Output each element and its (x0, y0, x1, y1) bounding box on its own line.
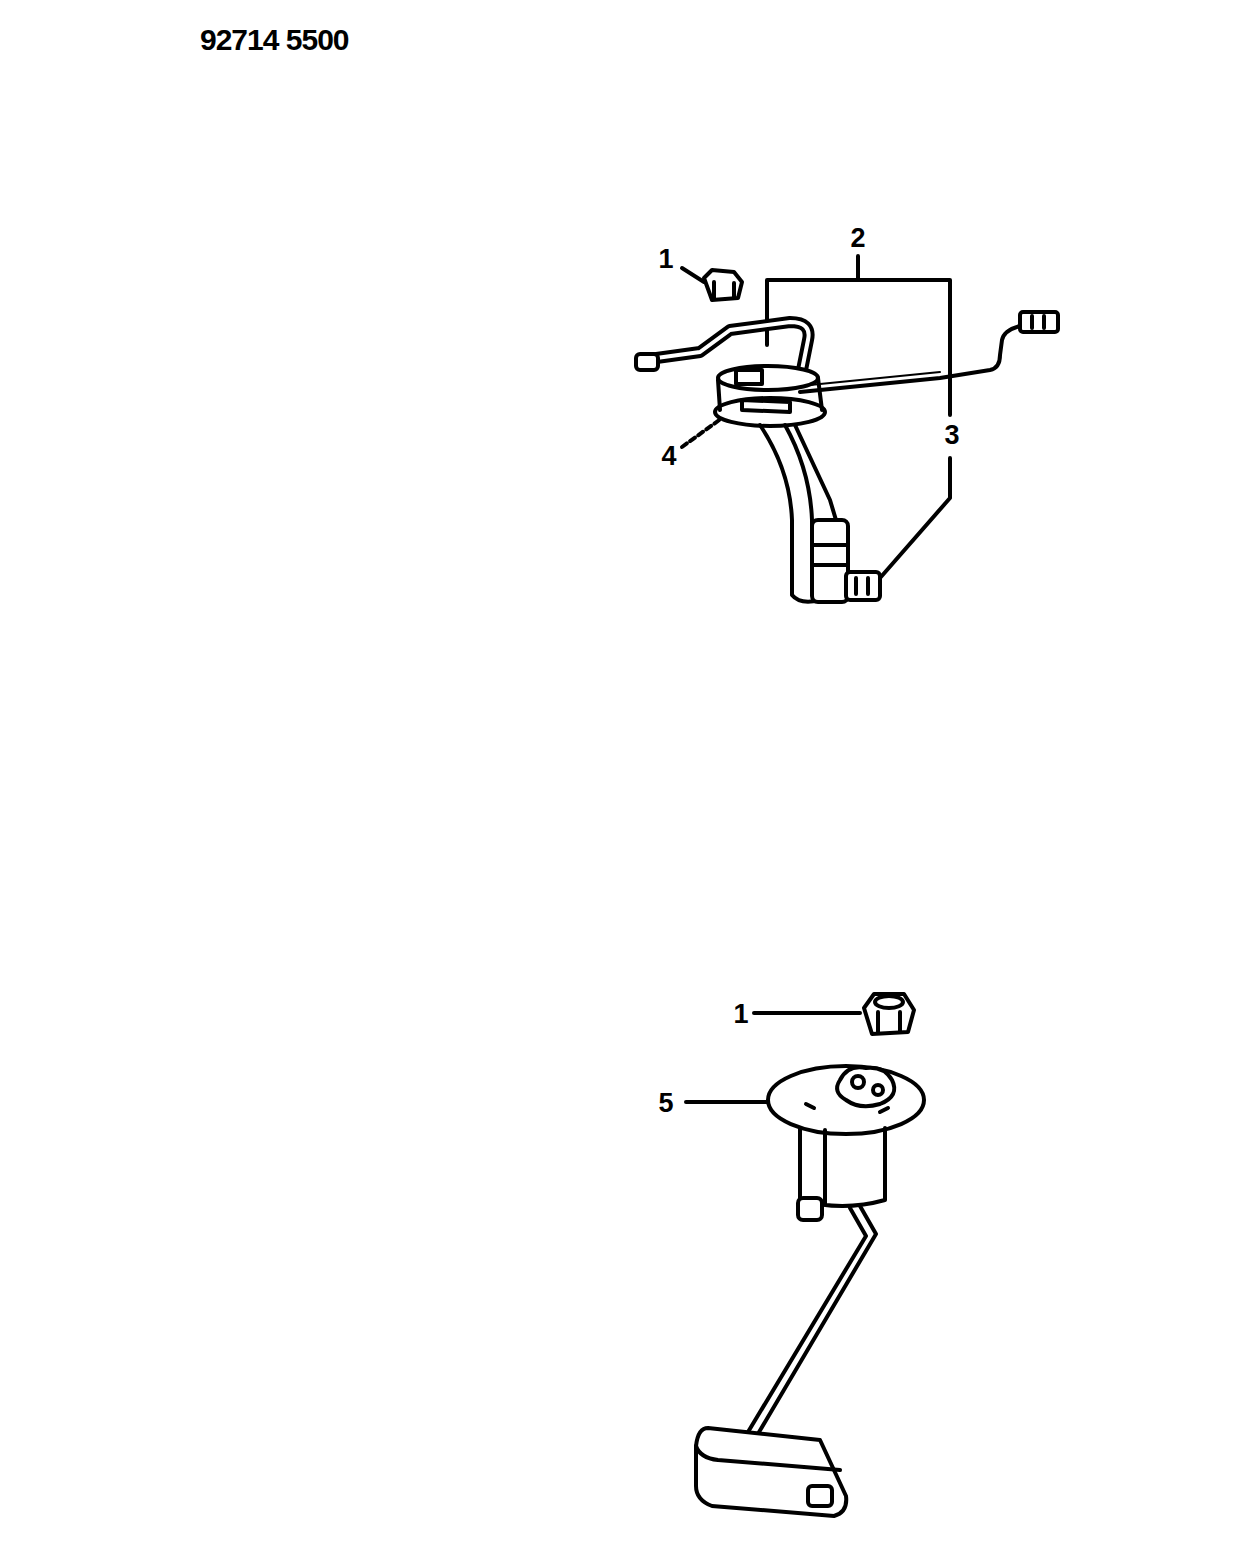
leader-line (686, 1100, 770, 1104)
callout-number: 1 (733, 1001, 748, 1028)
callout-number: 5 (658, 1090, 673, 1117)
callout-number: 4 (661, 443, 676, 470)
leader-line (682, 418, 722, 447)
bracket (767, 256, 950, 415)
nut (864, 994, 914, 1034)
drawing-number: 92714 5500 (200, 25, 349, 55)
callout-number: 1 (658, 246, 673, 273)
leader-line (682, 268, 704, 282)
pump-flange (715, 366, 825, 426)
wire-harness (800, 312, 1058, 392)
leader-line (880, 458, 950, 578)
leader-line (754, 1011, 860, 1015)
nut (704, 270, 742, 300)
callout-number: 3 (944, 422, 959, 449)
fuel-pump (760, 425, 880, 602)
callout-number: 2 (850, 225, 865, 252)
sender-unit (696, 1066, 924, 1516)
